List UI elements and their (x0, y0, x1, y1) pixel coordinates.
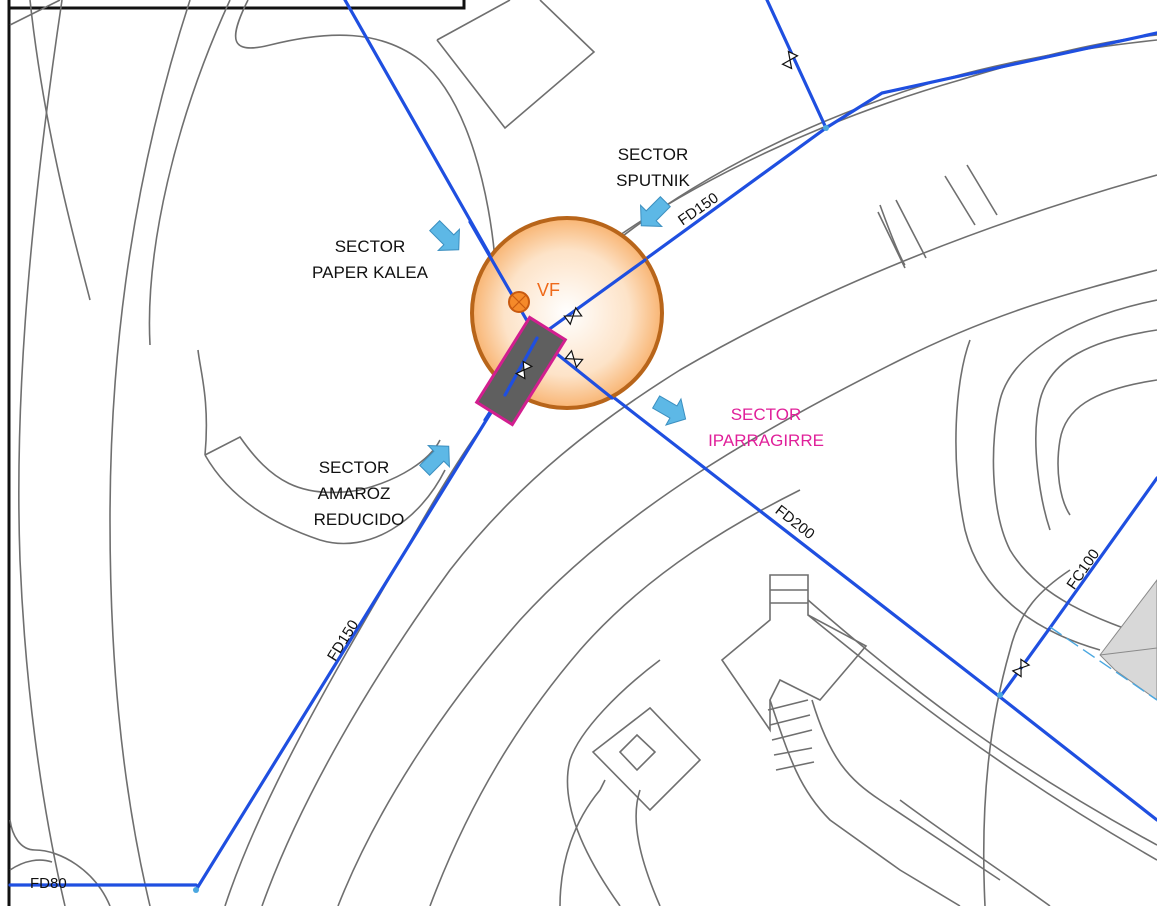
building-structures (591, 574, 1157, 906)
sector-paper-kalea-line2: PAPER KALEA (312, 263, 429, 282)
sector-amaroz-line1: SECTOR (319, 458, 390, 477)
sector-amaroz-line3: REDUCIDO (314, 510, 405, 529)
sector-sputnik-line2: SPUTNIK (616, 171, 690, 190)
pipe-label-fd80: FD80 (30, 875, 67, 892)
vf-valve-cross-2 (511, 294, 527, 310)
chamber-pipe (503, 336, 539, 397)
sector-iparragirre-line2: IPARRAGIRRE (708, 431, 824, 450)
legend-box-corner (7, 0, 466, 10)
vf-label: VF (537, 280, 560, 300)
shaded-building (1099, 579, 1157, 701)
sector-paper-kalea-line1: SECTOR (335, 237, 406, 256)
pipe-junctions (193, 125, 1003, 893)
sector-amaroz-line2: AMAROZ (318, 484, 391, 503)
sector-iparragirre-line1: SECTOR (731, 405, 802, 424)
shaded-building-edge (1099, 647, 1157, 656)
street-outlines (9, 0, 1157, 906)
water-pipes (8, 0, 1157, 892)
sector-sputnik-line1: SECTOR (618, 145, 689, 164)
pipe-label-fc100: FC100 (1063, 546, 1103, 593)
